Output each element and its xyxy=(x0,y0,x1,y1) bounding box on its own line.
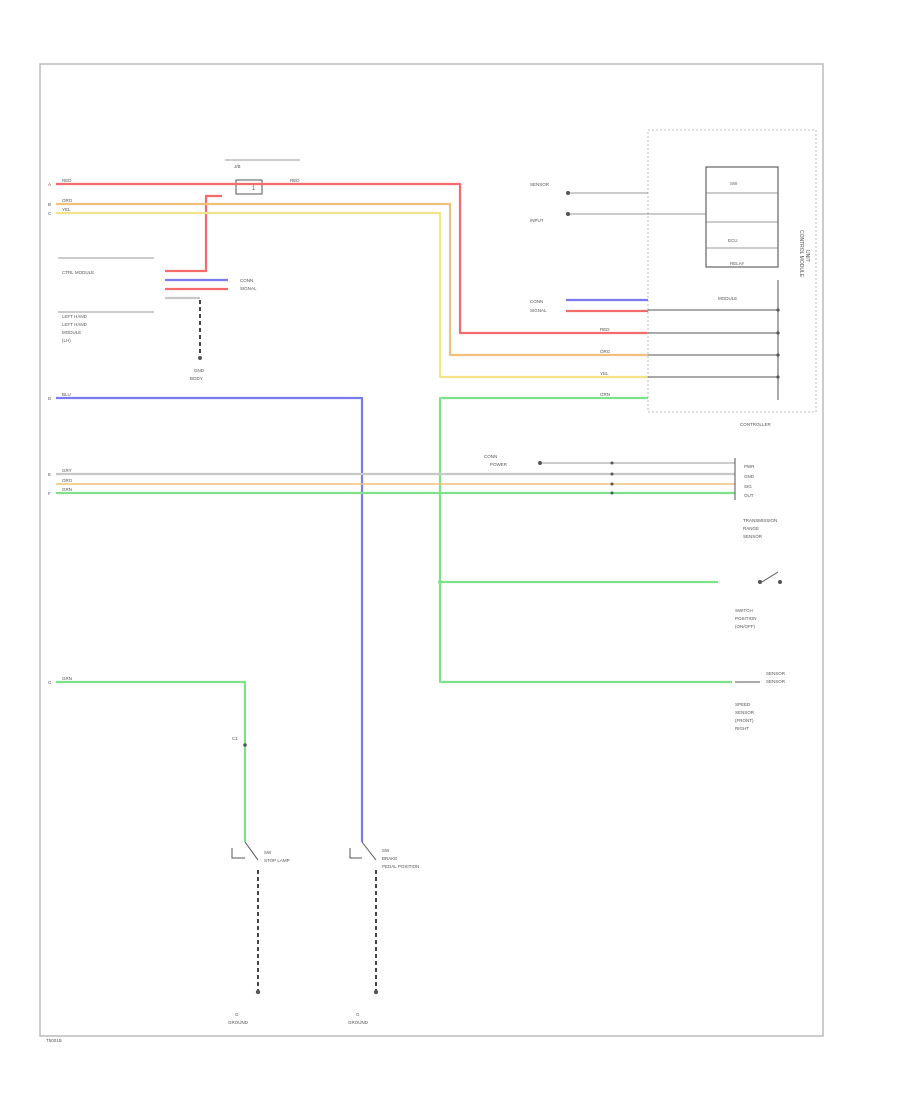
right-module-label: CONTROLLER xyxy=(740,422,772,427)
svg-text:OUT: OUT xyxy=(744,493,754,498)
svg-text:TRANSMISSION: TRANSMISSION xyxy=(743,518,777,523)
svg-text:PWR: PWR xyxy=(744,464,755,469)
right-sub-a: SW xyxy=(730,181,738,186)
wire-red-branch xyxy=(165,194,222,273)
svg-text:ORG: ORG xyxy=(600,349,611,354)
left-marker-b: B xyxy=(48,202,51,207)
svg-text:CONN: CONN xyxy=(240,278,253,283)
switch-b-label: SW xyxy=(382,848,390,853)
wire-red-top xyxy=(56,182,648,335)
svg-text:(LH): (LH) xyxy=(62,338,71,343)
svg-text:BLU: BLU xyxy=(62,392,71,397)
svg-text:GND: GND xyxy=(744,474,755,479)
left-module: CTRL MODULE LEFT HAND LEFT HAND MODULE (… xyxy=(58,257,154,343)
diagram-border xyxy=(39,63,824,1037)
svg-text:GRN: GRN xyxy=(600,392,610,397)
switch-b: SW BRAKE PEDAL POSITION G GROUND xyxy=(348,841,419,1025)
lower-right-label-a: SWITCH xyxy=(735,608,753,613)
wire-blue xyxy=(56,396,364,842)
svg-text:POSITION: POSITION xyxy=(735,616,757,621)
svg-text:SIG: SIG xyxy=(744,484,752,489)
svg-text:RIGHT: RIGHT xyxy=(735,726,749,731)
svg-text:C1: C1 xyxy=(232,736,238,741)
wire-green-right xyxy=(438,396,732,684)
svg-text:GROUND: GROUND xyxy=(228,1020,249,1025)
left-marker-a: A xyxy=(48,182,51,187)
svg-text:CONTROL MODULE: CONTROL MODULE xyxy=(798,230,804,278)
svg-text:INPUT: INPUT xyxy=(530,218,544,223)
svg-text:YEL: YEL xyxy=(62,207,71,212)
svg-text:BRAKE: BRAKE xyxy=(382,856,397,861)
svg-text:GND: GND xyxy=(194,368,205,373)
left-marker-e: E xyxy=(48,472,51,477)
border-label: T5001B xyxy=(46,1038,62,1043)
svg-text:RELAY: RELAY xyxy=(730,261,744,266)
svg-text:CTRL MODULE: CTRL MODULE xyxy=(62,270,94,275)
svg-text:BODY: BODY xyxy=(190,376,203,381)
svg-text:RED: RED xyxy=(290,178,300,183)
left-marker-g: G xyxy=(48,680,52,685)
ground-b-label: G xyxy=(356,1012,360,1017)
svg-text:STOP LAMP: STOP LAMP xyxy=(264,858,290,863)
svg-text:RED: RED xyxy=(62,178,72,183)
svg-text:CONN: CONN xyxy=(530,299,543,304)
svg-text:GROUND: GROUND xyxy=(348,1020,369,1025)
svg-text:MODULE: MODULE xyxy=(62,330,81,335)
svg-text:GRN: GRN xyxy=(62,487,72,492)
left-module-label-b: LEFT HAND xyxy=(62,322,88,327)
right-sub-b: ECU xyxy=(728,238,738,243)
middle-connector: CONN POWER PWR GND SIG OUT TRANSMISSION … xyxy=(484,454,777,539)
top-junction-label: J/B xyxy=(234,164,241,169)
svg-text:SENSOR: SENSOR xyxy=(766,671,786,676)
svg-text:SIGNAL: SIGNAL xyxy=(530,308,547,313)
switch-a-label: SW xyxy=(264,850,272,855)
svg-text:SIGNAL: SIGNAL xyxy=(240,286,257,291)
left-marker-d: D xyxy=(48,396,52,401)
right-module: SW ECU RELAY MODULE CONTROLLER CONTROL M… xyxy=(647,129,817,427)
svg-text:SENSOR: SENSOR xyxy=(743,534,763,539)
svg-text:1: 1 xyxy=(252,186,256,192)
svg-text:ORG: ORG xyxy=(62,478,73,483)
left-marker-c: C xyxy=(48,211,52,216)
svg-text:MODULE: MODULE xyxy=(718,296,737,301)
svg-text:POWER: POWER xyxy=(490,462,508,467)
svg-text:SENSOR: SENSOR xyxy=(735,710,755,715)
wire-orange xyxy=(56,202,648,357)
svg-text:RANGE: RANGE xyxy=(743,526,759,531)
svg-text:GRN: GRN xyxy=(62,676,72,681)
svg-text:CONN: CONN xyxy=(484,454,497,459)
left-marker-f: F xyxy=(48,491,51,496)
wire-green-left xyxy=(56,680,247,842)
svg-text:RED: RED xyxy=(600,327,610,332)
switch-a: C1 SW STOP LAMP G GROUND xyxy=(228,736,290,1025)
svg-text:ORG: ORG xyxy=(62,198,73,203)
ground-a-label: G xyxy=(235,1012,239,1017)
left-module-label-a: LEFT HAND xyxy=(62,314,88,319)
svg-text:YEL: YEL xyxy=(600,371,609,376)
svg-text:GRY: GRY xyxy=(62,468,72,473)
lower-right-switch: SWITCH POSITION (ON/OFF) xyxy=(735,571,782,629)
wire-yellow xyxy=(56,211,648,379)
svg-text:SPEED: SPEED xyxy=(735,702,751,707)
svg-text:(FRONT): (FRONT) xyxy=(735,718,754,723)
lower-right-label-b: SENSOR xyxy=(766,679,786,684)
svg-text:PEDAL POSITION: PEDAL POSITION xyxy=(382,864,419,869)
svg-text:SENSOR: SENSOR xyxy=(530,182,550,187)
lower-right-sensor: SENSOR SENSOR SPEED SENSOR (FRONT) RIGHT xyxy=(735,671,786,731)
svg-text:UNIT: UNIT xyxy=(804,250,810,262)
svg-text:(ON/OFF): (ON/OFF) xyxy=(735,624,755,629)
top-junction: 1 J/B xyxy=(225,159,300,195)
